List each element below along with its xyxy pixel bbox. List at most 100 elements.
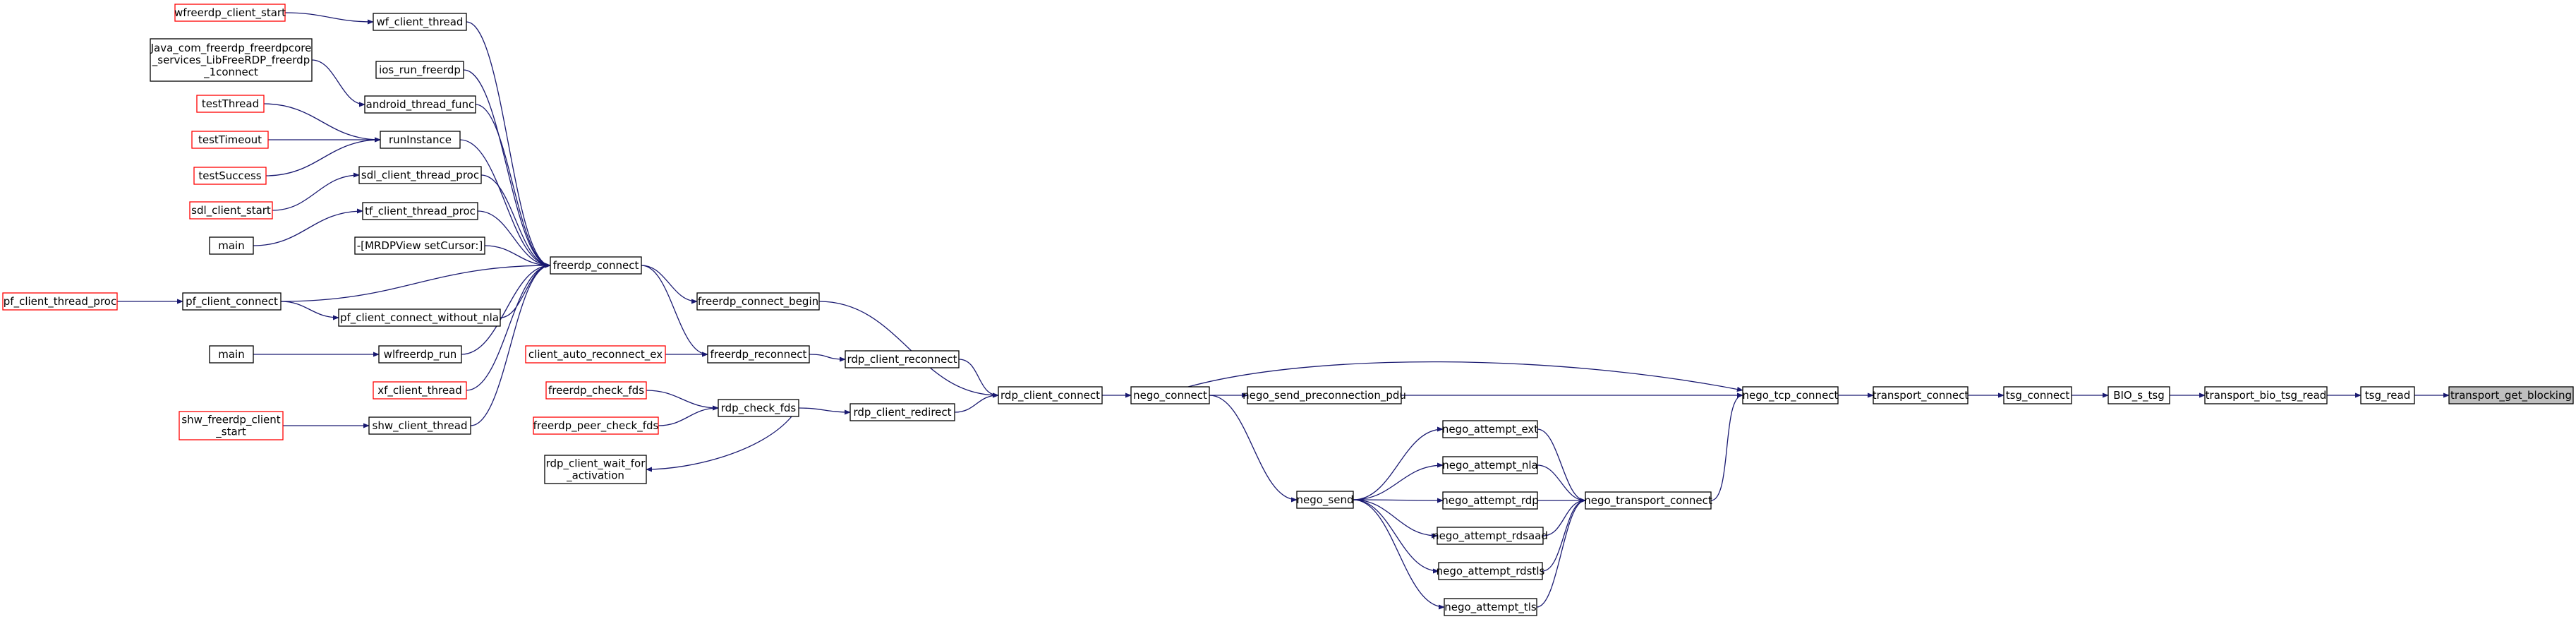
node-rdp_client_reconnect[interactable]: rdp_client_reconnect [845, 350, 960, 368]
node-box[interactable] [525, 345, 666, 364]
node-nego_attempt_tls[interactable]: nego_attempt_tls [1444, 598, 1537, 616]
node-box[interactable] [380, 131, 461, 149]
node-box[interactable] [1247, 386, 1402, 404]
node-box[interactable] [373, 13, 467, 31]
node-box[interactable] [150, 38, 313, 82]
node-transport_bio_tsg_read[interactable]: transport_bio_tsg_read [2204, 386, 2328, 404]
node-pf_client_connect[interactable]: pf_client_connect [182, 292, 282, 311]
node-BIO_s_tsg[interactable]: BIO_s_tsg [2108, 386, 2170, 404]
node-shw_freerdp_client_start[interactable]: shw_freerdp_client_start [179, 411, 284, 440]
node-box[interactable] [550, 256, 642, 275]
node-box[interactable] [378, 345, 462, 364]
node-tf_client_thread_proc[interactable]: tf_client_thread_proc [362, 202, 478, 220]
node-box[interactable] [1442, 456, 1538, 474]
node-nego_attempt_nla[interactable]: nego_attempt_nla [1442, 456, 1538, 474]
node-box[interactable] [2448, 386, 2574, 404]
node-rdp_check_fds[interactable]: rdp_check_fds [718, 399, 799, 417]
node-tsg_connect[interactable]: tsg_connect [2003, 386, 2072, 404]
node-wf_client_thread[interactable]: wf_client_thread [373, 13, 467, 31]
node-box[interactable] [1585, 491, 1712, 510]
node-box[interactable] [1742, 386, 1839, 404]
node-box[interactable] [718, 399, 799, 417]
node-shw_client_thread[interactable]: shw_client_thread [368, 416, 471, 435]
node-box[interactable] [193, 167, 267, 185]
node-freerdp_connect_begin[interactable]: freerdp_connect_begin [696, 292, 820, 311]
node-mrdpview[interactable]: -[MRDPView setCursor:] [354, 236, 485, 255]
node-testSuccess[interactable]: testSuccess [193, 167, 267, 185]
node-sdl_client_thread_proc[interactable]: sdl_client_thread_proc [358, 166, 482, 184]
node-box[interactable] [174, 4, 286, 22]
node-box[interactable] [209, 345, 254, 364]
node-java_lib[interactable]: Java_com_freerdp_freerdpcore_services_Li… [150, 38, 313, 82]
node-box[interactable] [182, 292, 282, 311]
node-box[interactable] [373, 381, 467, 400]
node-box[interactable] [2204, 386, 2328, 404]
node-box[interactable] [1296, 491, 1354, 509]
node-box[interactable] [358, 166, 482, 184]
node-box[interactable] [364, 95, 476, 114]
node-wfreerdp_client_start[interactable]: wfreerdp_client_start [174, 4, 286, 22]
node-runInstance[interactable]: runInstance [380, 131, 461, 149]
node-rdp_client_wait_for_activation[interactable]: rdp_client_wait_for_activation [544, 455, 647, 484]
node-box[interactable] [707, 345, 810, 364]
node-box[interactable] [338, 308, 501, 327]
node-box[interactable] [1873, 386, 1969, 404]
node-pf_client_connect_without_nla[interactable]: pf_client_connect_without_nla [338, 308, 501, 327]
node-nego_send[interactable]: nego_send [1296, 491, 1354, 509]
node-box[interactable] [845, 350, 960, 368]
node-nego_transport_connect[interactable]: nego_transport_connect [1584, 491, 1712, 510]
node-rdp_client_redirect[interactable]: rdp_client_redirect [849, 403, 955, 421]
node-box[interactable] [375, 61, 464, 79]
node-freerdp_reconnect[interactable]: freerdp_reconnect [707, 345, 810, 364]
node-box[interactable] [1442, 491, 1538, 510]
node-box[interactable] [191, 131, 269, 149]
node-box[interactable] [2, 292, 118, 311]
node-freerdp_check_fds[interactable]: freerdp_check_fds [545, 381, 647, 400]
node-transport_get_blocking[interactable]: transport_get_blocking [2448, 386, 2574, 404]
node-box[interactable] [209, 236, 254, 255]
node-nego_attempt_rdsaad[interactable]: nego_attempt_rdsaad [1432, 527, 1548, 545]
node-client_auto_reconnect_ex[interactable]: client_auto_reconnect_ex [525, 345, 666, 364]
node-ios_run_freerdp[interactable]: ios_run_freerdp [375, 61, 464, 79]
node-nego_attempt_ext[interactable]: nego_attempt_ext [1442, 420, 1538, 438]
node-xf_client_thread[interactable]: xf_client_thread [373, 381, 467, 400]
node-freerdp_peer_check_fds[interactable]: freerdp_peer_check_fds [533, 416, 659, 435]
node-box[interactable] [544, 455, 647, 484]
node-nego_tcp_connect[interactable]: nego_tcp_connect [1742, 386, 1839, 404]
node-box[interactable] [189, 201, 273, 220]
node-freerdp_connect[interactable]: freerdp_connect [550, 256, 642, 275]
node-box[interactable] [1437, 527, 1544, 545]
node-testTimeout[interactable]: testTimeout [191, 131, 269, 149]
node-pf_client_thread_proc[interactable]: pf_client_thread_proc [2, 292, 118, 311]
node-box[interactable] [196, 95, 265, 113]
node-box[interactable] [2360, 386, 2415, 404]
node-box[interactable] [354, 236, 485, 255]
node-box[interactable] [2003, 386, 2072, 404]
node-box[interactable] [179, 411, 284, 440]
node-main_1[interactable]: main [209, 236, 254, 255]
node-wlfreerdp_run[interactable]: wlfreerdp_run [378, 345, 462, 364]
node-testThread[interactable]: testThread [196, 95, 265, 113]
node-box[interactable] [998, 386, 1103, 404]
node-nego_send_preconnection_pdu[interactable]: nego_send_preconnection_pdu [1242, 386, 1406, 404]
node-transport_connect[interactable]: transport_connect [1873, 386, 1969, 404]
node-sdl_client_start[interactable]: sdl_client_start [189, 201, 273, 220]
node-main_2[interactable]: main [209, 345, 254, 364]
node-box[interactable] [1444, 598, 1537, 616]
node-box[interactable] [362, 202, 478, 220]
node-box[interactable] [533, 416, 659, 435]
node-box[interactable] [849, 403, 955, 421]
node-box[interactable] [696, 292, 820, 311]
node-nego_attempt_rdstls[interactable]: nego_attempt_rdstls [1437, 562, 1545, 580]
node-box[interactable] [368, 416, 471, 435]
node-box[interactable] [2108, 386, 2170, 404]
node-rdp_client_connect[interactable]: rdp_client_connect [998, 386, 1103, 404]
node-box[interactable] [545, 381, 647, 400]
node-box[interactable] [1438, 562, 1543, 580]
node-android_thread_func[interactable]: android_thread_func [364, 95, 476, 114]
node-box[interactable] [1130, 386, 1210, 404]
node-box[interactable] [1442, 420, 1538, 438]
node-nego_connect[interactable]: nego_connect [1130, 386, 1210, 404]
node-nego_attempt_rdp[interactable]: nego_attempt_rdp [1441, 491, 1539, 510]
node-tsg_read[interactable]: tsg_read [2360, 386, 2415, 404]
